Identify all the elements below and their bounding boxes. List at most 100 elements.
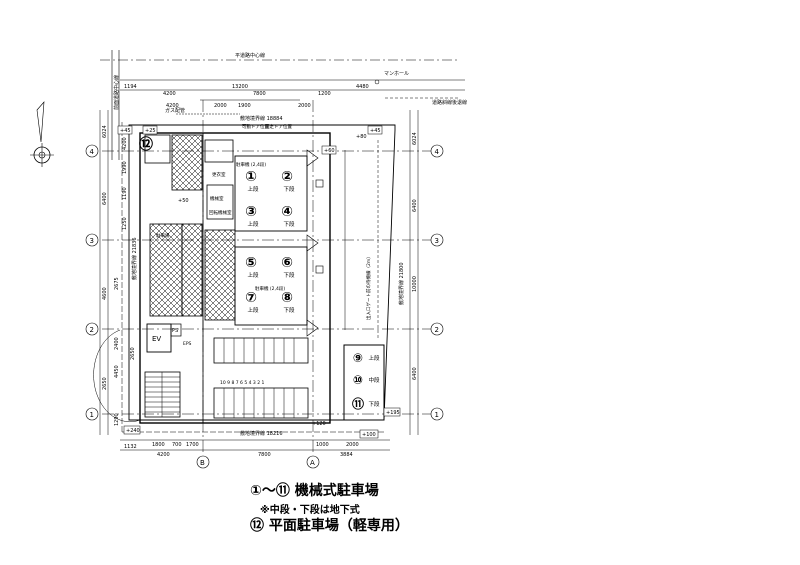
level-mark-text: +45 (120, 128, 131, 134)
parking-tier-label: 下段 (283, 306, 295, 314)
left-dim-text: 6400 (102, 192, 108, 205)
top-dim-text: 4480 (356, 84, 369, 90)
grid-label-right: 1 (435, 411, 439, 419)
left-road-label: 前面道路中心線 (113, 75, 120, 110)
parking-tier-label: 上段 (247, 185, 259, 193)
grid-label-left: 2 (90, 326, 94, 334)
column-mark (315, 179, 324, 188)
right-dim-text: 6400 (412, 199, 418, 212)
ramp-curve (93, 329, 141, 423)
left-dim-text: 1190 (122, 187, 128, 200)
parking-space-number: ⑩ (353, 373, 363, 387)
service-core (139, 132, 204, 424)
parking-space-number: ⑪ (352, 396, 364, 411)
left-dim-text: 4600 (102, 287, 108, 300)
grid-bubbles-bottom (196, 455, 320, 469)
site-boundary (128, 124, 396, 421)
grid-label-right: 4 (435, 148, 440, 156)
parking-tier-label: 上段 (368, 354, 380, 362)
right-note: 道路斜線後退線 (432, 99, 467, 106)
grid-label-bottom: B (200, 459, 205, 467)
left-dim-text: 1250 (122, 217, 128, 230)
parking-space-number: ⑫ (139, 136, 153, 153)
ps-shaft (170, 323, 182, 337)
parking-space-number: ⑨ (353, 351, 363, 365)
bottom-dim-text: 2000 (346, 442, 359, 448)
level-mark-text: +100 (362, 432, 376, 438)
road-center-label: 平道路中心線 (235, 52, 265, 59)
left-dim-text: 2650 (102, 377, 108, 390)
grid-label-left: 3 (90, 237, 94, 245)
bottom-dim-text: 4200 (157, 452, 170, 458)
grid-label-left: 1 (90, 411, 94, 419)
grid-label-bottom: A (310, 459, 315, 467)
parking-tier-label: 上段 (247, 271, 259, 279)
left-dim-text: 1990 (122, 161, 128, 174)
parking-space-number: ④ (281, 204, 293, 220)
level-mark-text: +50 (178, 198, 189, 204)
elevator (146, 323, 172, 353)
level-mark-text: +80 (356, 134, 367, 140)
column-mark (315, 265, 324, 274)
right-dim-text: 6400 (412, 367, 418, 380)
sub-dim-text: 4200 (166, 103, 179, 109)
door-note-2: 固定ドア位置 (265, 123, 292, 130)
parking-space-number: ⑤ (245, 255, 257, 271)
parking-12-bay (144, 134, 171, 164)
top-dim-text: 13200 (232, 84, 248, 90)
door-note: 可動ドア位置 (242, 123, 269, 130)
parking-tier-label: 下段 (368, 400, 380, 408)
parking-tier-label: 下段 (283, 271, 295, 279)
left-dim-text: 4450 (114, 365, 120, 378)
manhole-icon (374, 79, 380, 85)
arrow-icon (306, 319, 319, 337)
legend-line-2: ※中段・下段は地下式 (260, 505, 360, 516)
sub-dim-text: 1900 (238, 103, 251, 109)
machine-room-label: 機械室 (210, 195, 224, 202)
right-dim-text: 6024 (412, 132, 418, 145)
lift-label: 駐車機 (2,4段) (255, 285, 285, 292)
gas-note: ガス配管 (165, 107, 185, 114)
grid-label-left: 4 (90, 148, 95, 156)
boundary-right-label: 敷地境界線 21800 (398, 263, 405, 306)
boundary-top-label: 敷地境界線 18884 (240, 115, 283, 122)
left-dim-text: 6024 (102, 125, 108, 138)
legend-line-3: ⑫ 平面駐車場（軽専用） (250, 518, 409, 534)
eps-label: EPS (183, 341, 192, 347)
parking-block-2 (234, 246, 308, 326)
bottom-dim-text: 700 (172, 442, 182, 448)
level-mark-text: +240 (126, 428, 140, 434)
arrow-icon (306, 149, 319, 167)
level-marks (117, 125, 401, 439)
top-dim-text: 1194 (124, 84, 137, 90)
lift-label: 駐車機 (2,4段) (236, 161, 266, 168)
grid-bubbles-right (430, 144, 444, 421)
parking-tier-label: 上段 (247, 306, 259, 314)
parking-block-1 (234, 155, 308, 232)
level-mark-text: +60 (324, 148, 335, 154)
left-dim-text: 4200 (122, 137, 128, 150)
room-box (204, 139, 234, 163)
parking-space-number: ⑦ (245, 290, 257, 306)
left-dim-text: 2400 (114, 337, 120, 350)
parking-tier-label: 下段 (283, 185, 295, 193)
bottom-boundary-label: 敷地境界線 18216 (240, 430, 283, 437)
level-mark-text: +195 (386, 410, 400, 416)
level-mark-text: +120 (312, 421, 326, 427)
top-dim-text: 7800 (253, 91, 266, 97)
bottom-dim-text: 1132 (124, 444, 137, 450)
parking-tier-label: 上段 (247, 220, 259, 228)
parking-space-number: ① (245, 169, 257, 185)
arrow-icon (306, 234, 319, 252)
ps-label: PS (172, 328, 178, 334)
top-dim-text: 1200 (318, 91, 331, 97)
manhole-label: マンホール (384, 71, 409, 77)
sub-dim-text: 2000 (298, 103, 311, 109)
stair-numbers: 10 9 8 7 6 5 4 3 2 1 (220, 380, 265, 386)
grid-label-right: 3 (435, 237, 439, 245)
parking-tier-label: 下段 (283, 220, 295, 228)
level-mark-text: +45 (370, 128, 381, 134)
parking-room-label: 駐車場 (156, 232, 170, 239)
mechanical-room (206, 184, 234, 220)
